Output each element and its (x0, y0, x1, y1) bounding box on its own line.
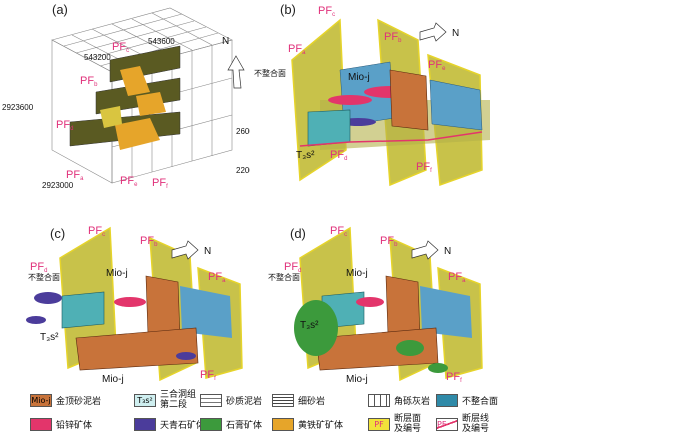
legend-item-celestite: 天青石矿体 (134, 418, 205, 431)
legend-item-breccia: 角砾灰岩 (368, 394, 430, 407)
mio-label-bottom: Mio-j (102, 374, 124, 385)
legend-item-unconformity: 不整合面 (436, 394, 498, 407)
legend-item-fault-line: PF 断层线 及编号 (436, 414, 490, 434)
svg-text:PFb: PFb (140, 235, 158, 248)
t3-block (307, 109, 351, 147)
svg-text:N: N (222, 36, 229, 47)
svg-text:PFf: PFf (200, 369, 216, 382)
svg-text:PFb: PFb (80, 75, 98, 88)
unconformity-surface (420, 286, 472, 338)
panel-b: (b) 不整合面 Mio-j T₃s² N PFc PFb PFa PFe PF… (254, 2, 490, 187)
mio-block-top (145, 275, 181, 339)
panel-a: (a) 543600 543200 2923600 2923000 2600 2… (2, 2, 250, 190)
unconformity-label: 不整合面 (254, 68, 286, 78)
svg-text:PFc: PFc (88, 225, 105, 238)
panel-tag: (b) (280, 2, 296, 17)
svg-text:PFf: PFf (416, 161, 432, 174)
fault-trace (299, 131, 483, 147)
svg-text:N: N (204, 246, 211, 257)
north-arrow: N (222, 36, 245, 89)
t3-block (61, 291, 105, 329)
coord-left-y: 2923600 (2, 103, 34, 112)
fault-labels: PFc PFb PFd PFa PFf (284, 225, 466, 384)
legend-item-fault-plane: PF 断层面 及编号 (368, 414, 421, 434)
east-arrow: N (411, 240, 451, 260)
mio-label-top: Mio-j (346, 268, 368, 279)
svg-text:PFe: PFe (428, 59, 446, 72)
east-arrow: N (419, 22, 459, 42)
panel-c: (c) 不整合面 Mio-j Mio-j T₃s² N PFc PFb PFd … (26, 225, 243, 385)
fault-labels: PFc PFb PFa PFe PFd PFf (288, 5, 446, 174)
legend-item-mio: Mio-j 金顶砂泥岩 (30, 394, 102, 407)
legend: Mio-j 金顶砂泥岩 T₃s² 三合洞组 第二段 砂质泥岩 细砂岩 角砾灰岩 … (0, 386, 700, 438)
ore-bodies (328, 86, 416, 126)
legend-item-leadzinc: 铅锌矿体 (30, 418, 92, 431)
svg-text:PFb: PFb (380, 235, 398, 248)
svg-text:N: N (452, 28, 459, 39)
svg-text:PFd: PFd (30, 261, 47, 274)
fault-labels: PFc PFb PFd PFa PFf (30, 225, 226, 382)
mio-label-top: Mio-j (106, 268, 128, 279)
mio-block-top (385, 275, 421, 339)
coord-mid-x: 543200 (84, 53, 111, 62)
mio-label: Mio-j (348, 72, 370, 83)
fault-planes (69, 45, 181, 150)
coord-top-x: 543600 (148, 37, 175, 46)
t3-label: T₃s² (296, 150, 315, 161)
legend-item-sandy-mudstone: 砂质泥岩 (200, 394, 262, 407)
ore-bodies (26, 292, 196, 360)
panel-tag: (a) (52, 2, 68, 17)
unconformity-label: 不整合面 (268, 272, 300, 282)
panel-tag: (c) (50, 226, 65, 241)
east-arrow: N (171, 240, 211, 260)
unconformity-surface (180, 286, 232, 338)
legend-item-fine-sandstone: 细砂岩 (272, 394, 325, 407)
mio-block (389, 69, 429, 131)
svg-text:PFa: PFa (66, 169, 84, 182)
panel-d: (d) 不整合面 Mio-j Mio-j T₃s² N PFc PFb PFd … (268, 225, 483, 385)
fault-labels: PFc PFb PFd PFa PFe PFf (56, 41, 168, 190)
panel-tag: (d) (290, 226, 306, 241)
coord-z-bottom: 2200 (236, 166, 250, 175)
legend-item-gypsum: 石膏矿体 (200, 418, 262, 431)
svg-text:PFf: PFf (152, 177, 168, 190)
svg-text:PFa: PFa (448, 271, 466, 284)
coord-z-top: 2600 (236, 127, 250, 136)
svg-text:PFc: PFc (330, 225, 347, 238)
svg-text:PFf: PFf (446, 371, 462, 384)
svg-text:PFc: PFc (318, 5, 335, 18)
legend-item-t3: T₃s² 三合洞组 第二段 (134, 390, 196, 410)
t3-label: T₃s² (40, 332, 59, 343)
coord-bottom-y: 2923000 (42, 181, 74, 190)
svg-text:PFc: PFc (112, 41, 129, 54)
t3-label: T₃s² (300, 320, 319, 331)
mio-block-bottom (75, 327, 199, 371)
svg-text:PFa: PFa (288, 43, 306, 56)
legend-item-pyrite: 黄铁矿矿体 (272, 418, 343, 431)
svg-text:PFa: PFa (208, 271, 226, 284)
svg-text:PFd: PFd (284, 261, 301, 274)
unconformity-label: 不整合面 (28, 272, 60, 282)
svg-text:PFe: PFe (120, 175, 138, 188)
svg-text:N: N (444, 246, 451, 257)
svg-text:PFd: PFd (56, 119, 73, 132)
ore-bodies (294, 297, 448, 373)
svg-text:PFb: PFb (384, 31, 402, 44)
mio-label-bottom: Mio-j (346, 374, 368, 385)
svg-text:PFd: PFd (330, 149, 347, 162)
